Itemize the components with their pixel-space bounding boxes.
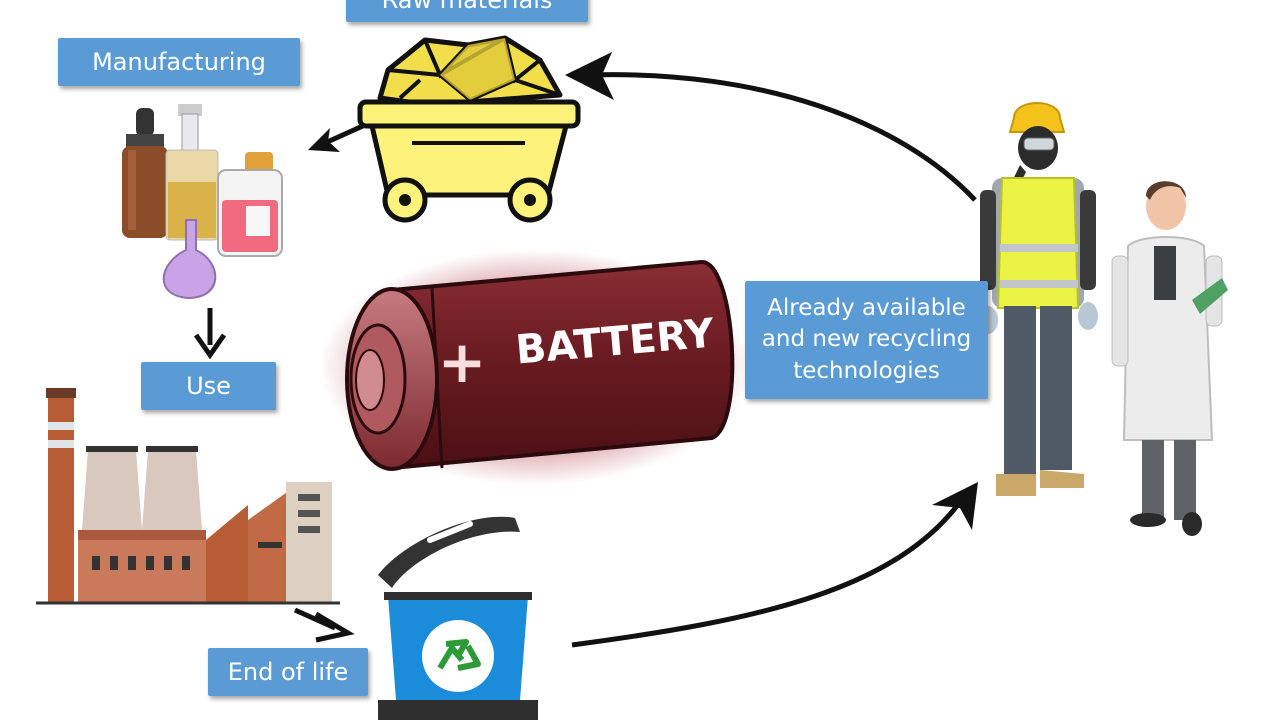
factory-icon [36,388,340,605]
arrow-use-to-end-of-life [293,607,355,643]
arrow-recycle-to-raw [565,52,977,202]
battery-plus-symbol: + [438,328,487,396]
label-recycling-technologies: Already available and new recycling tech… [745,281,988,399]
arrow-raw-to-manufacturing [308,122,367,152]
recycle-bin-icon [378,516,538,720]
mine-cart-icon [357,35,581,223]
label-manufacturing: Manufacturing [58,38,300,86]
label-use: Use [141,362,276,410]
arrow-end-of-life-to-recycle [571,482,978,648]
arrow-manufacturing-to-use [193,308,227,360]
battery-icon: + BATTERY [320,249,750,485]
lab-bottles-icon [122,104,283,300]
label-raw-materials: Raw materials [346,0,588,22]
label-end-of-life: End of life [208,648,368,696]
workers-icon [978,102,1228,536]
